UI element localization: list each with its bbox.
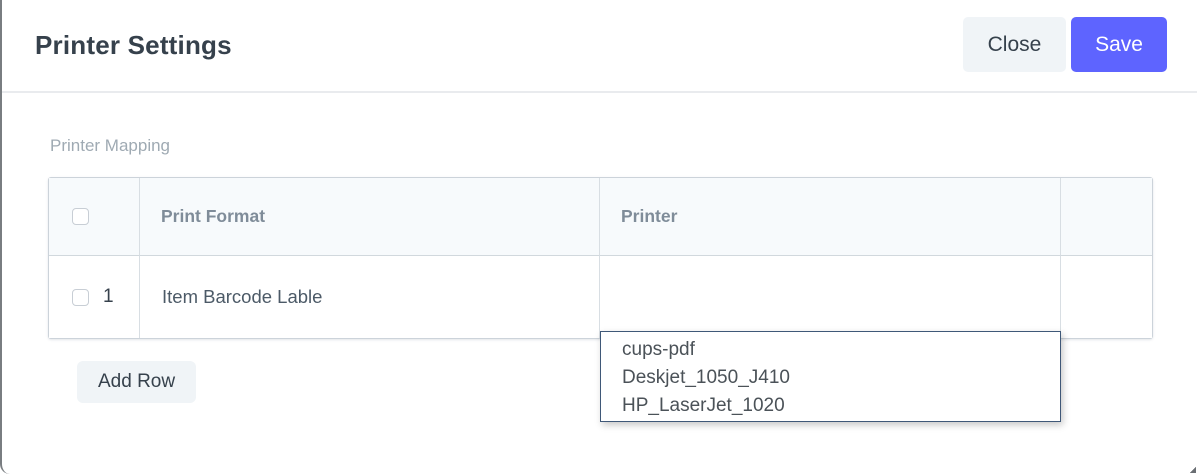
resize-handle-icon[interactable] [1189, 466, 1196, 473]
printer-select-cell[interactable] [600, 256, 1061, 338]
column-header-actions [1061, 178, 1152, 256]
print-format-cell[interactable]: Item Barcode Lable [140, 256, 600, 338]
header-buttons: Close Save [963, 17, 1167, 72]
dropdown-option-hp-laserjet-1020[interactable]: HP_LaserJet_1020 [622, 395, 785, 416]
page-title: Printer Settings [35, 30, 232, 60]
add-row-button[interactable]: Add Row [77, 361, 197, 403]
column-header-label: Print Format [161, 206, 266, 226]
print-format-value: Item Barcode Lable [162, 286, 323, 307]
printer-mapping-table: Print Format Printer 1 Item Barcode Labl… [48, 177, 1153, 339]
column-header-printer: Printer [600, 178, 1061, 256]
printer-dropdown: cups-pdf Deskjet_1050_J410 HP_LaserJet_1… [600, 331, 1061, 422]
printer-mapping-section-label: Printer Mapping [50, 136, 171, 155]
close-button[interactable]: Close [963, 17, 1066, 72]
select-all-cell [49, 178, 140, 256]
row-actions-cell [1061, 256, 1152, 338]
save-button[interactable]: Save [1071, 17, 1167, 72]
column-header-print-format: Print Format [140, 178, 600, 256]
row-index: 1 [103, 286, 114, 307]
select-all-checkbox[interactable] [72, 208, 89, 225]
dropdown-option-cups-pdf[interactable]: cups-pdf [622, 339, 695, 360]
dropdown-option-deskjet-1050-j410[interactable]: Deskjet_1050_J410 [622, 367, 790, 388]
row-checkbox[interactable] [72, 288, 89, 306]
row-select-cell: 1 [49, 256, 140, 338]
column-header-label: Printer [621, 206, 678, 226]
dialog-header: Printer Settings Close Save [2, 0, 1197, 93]
